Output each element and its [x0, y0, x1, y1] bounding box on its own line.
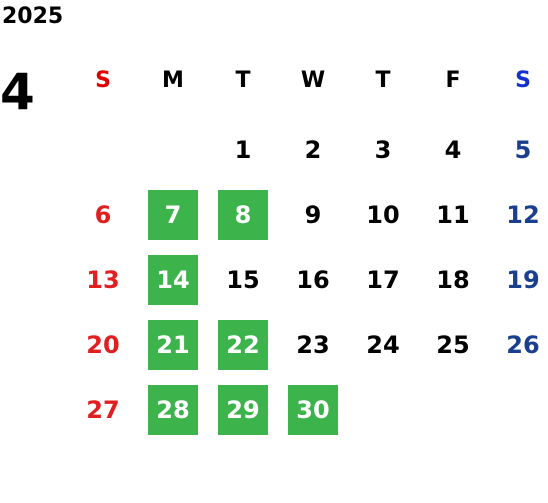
calendar-day[interactable]: 4	[444, 136, 462, 164]
weekday-header: W	[300, 68, 326, 93]
calendar-day[interactable]: 22	[218, 320, 268, 370]
calendar-day[interactable]: 17	[366, 266, 400, 294]
calendar-day[interactable]: 10	[366, 201, 400, 229]
calendar-day[interactable]: 19	[506, 266, 540, 294]
calendar-day[interactable]: 27	[86, 396, 120, 424]
calendar-day[interactable]: 2	[304, 136, 322, 164]
calendar-day[interactable]: 21	[148, 320, 198, 370]
weekday-header: T	[235, 68, 251, 93]
calendar-day[interactable]: 8	[218, 190, 268, 240]
calendar-day[interactable]: 12	[506, 201, 540, 229]
calendar-day[interactable]: 28	[148, 385, 198, 435]
calendar-day[interactable]: 15	[226, 266, 260, 294]
calendar-day[interactable]: 29	[218, 385, 268, 435]
weekday-header: S	[95, 68, 111, 93]
calendar-day[interactable]: 16	[296, 266, 330, 294]
weekday-header: F	[445, 68, 461, 93]
weekday-header: S	[515, 68, 531, 93]
calendar-day[interactable]: 7	[148, 190, 198, 240]
calendar-day[interactable]: 25	[436, 331, 470, 359]
weekday-header: M	[162, 68, 184, 93]
calendar-day[interactable]: 5	[514, 136, 532, 164]
calendar-day[interactable]: 18	[436, 266, 470, 294]
calendar-day[interactable]: 24	[366, 331, 400, 359]
calendar-day[interactable]: 11	[436, 201, 470, 229]
calendar-day[interactable]: 20	[86, 331, 120, 359]
calendar-day[interactable]: 26	[506, 331, 540, 359]
calendar-day[interactable]: 30	[288, 385, 338, 435]
year-label: 2025	[2, 4, 64, 29]
calendar-day[interactable]: 1	[234, 136, 252, 164]
month-number: 4	[0, 63, 35, 121]
calendar-day[interactable]: 6	[94, 201, 112, 229]
weekday-header: T	[375, 68, 391, 93]
calendar-day[interactable]: 23	[296, 331, 330, 359]
calendar-day[interactable]: 3	[374, 136, 392, 164]
calendar-day[interactable]: 9	[304, 201, 322, 229]
calendar-day[interactable]: 14	[148, 255, 198, 305]
calendar-day[interactable]: 13	[86, 266, 120, 294]
